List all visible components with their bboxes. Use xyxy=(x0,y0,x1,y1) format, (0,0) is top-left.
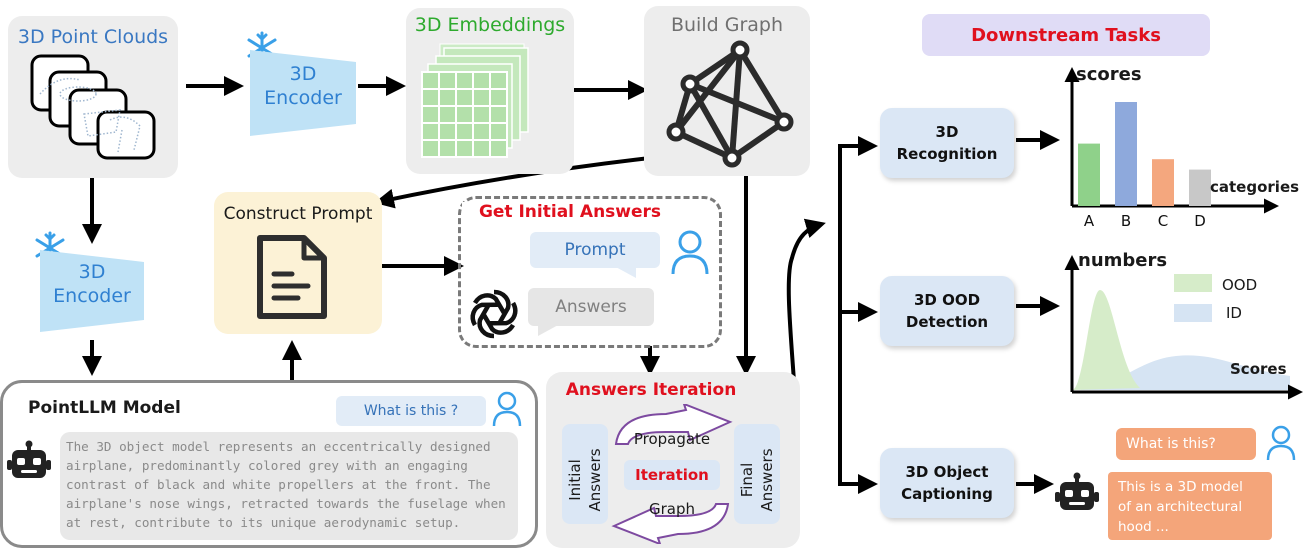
task-label-line2: Detection xyxy=(905,313,989,331)
encoder-label-line1: 3D xyxy=(289,63,317,85)
downstream-title: Downstream Tasks xyxy=(922,14,1210,56)
initial-answers-line2: Answers xyxy=(586,448,604,512)
bar-C xyxy=(1152,159,1174,206)
construct-prompt-panel xyxy=(214,192,382,334)
bar-category-label: A xyxy=(1084,212,1095,230)
initial-answers-box xyxy=(562,424,608,524)
iteration-center-box: Iteration xyxy=(624,460,720,490)
task-label-line1: 3D xyxy=(935,123,959,141)
user-icon xyxy=(671,230,709,275)
embedding-grid-icon xyxy=(421,43,529,158)
embeddings-title: 3D Embeddings xyxy=(414,14,566,36)
pointllm-line: at rest, contribute to its unique aerody… xyxy=(66,515,461,530)
ood-legend-swatch xyxy=(1174,274,1212,292)
caption-question-bubble: What is this? xyxy=(1116,428,1256,460)
encoder-label: 3D Encoder xyxy=(38,260,146,308)
task-3d-ood-detection: 3D OOD Detection xyxy=(880,276,1014,346)
bar-A xyxy=(1078,143,1100,206)
final-answers-box xyxy=(734,424,780,524)
ood-distribution-area xyxy=(1072,290,1140,390)
build-graph-title: Build Graph xyxy=(670,14,783,36)
cycle-arrows-icon xyxy=(611,404,733,544)
ood-area-chart xyxy=(1064,255,1303,400)
bar-category-label: C xyxy=(1158,212,1168,230)
task-label-line2: Captioning xyxy=(901,485,993,503)
bar-B xyxy=(1115,102,1137,206)
answers-bubble-tail xyxy=(538,324,560,336)
recognition-bar-chart: A B C D xyxy=(1064,67,1279,230)
initial-answers-line1: Initial xyxy=(566,459,584,501)
caption-answer-line: This is a 3D model xyxy=(1118,479,1243,495)
answers-iteration-title: Answers Iteration xyxy=(565,380,737,400)
encoder-label: 3D Encoder xyxy=(248,62,358,110)
document-icon xyxy=(257,235,327,319)
bar-chart-xlabel: categories xyxy=(1210,178,1300,196)
encoder-label-line2: Encoder xyxy=(53,285,131,307)
prompt-bubble-tail xyxy=(614,266,636,278)
graph-label: Graph xyxy=(648,500,695,518)
pointllm-line: airplane's nose wings, retracted towards… xyxy=(66,496,506,511)
initial-answers-vertical-label: Initial Answers xyxy=(565,430,605,530)
pointllm-description: The 3D object model represents an eccent… xyxy=(60,432,518,540)
robot-icon xyxy=(7,440,51,478)
user-icon xyxy=(1266,425,1296,461)
final-answers-line1: Final xyxy=(738,462,756,498)
area-chart-ylabel: numbers xyxy=(1078,250,1168,271)
task-label-line1: 3D Object xyxy=(905,463,989,481)
final-answers-line2: Answers xyxy=(758,448,776,512)
area-chart-xlabel: Scores xyxy=(1230,360,1287,378)
pointllm-line: airplane, predominantly colored grey wit… xyxy=(66,458,468,473)
task-3d-recognition: 3D Recognition xyxy=(880,108,1014,178)
construct-prompt-title: Construct Prompt xyxy=(223,204,373,224)
bar-chart-ylabel: scores xyxy=(1076,64,1142,85)
propagate-label: Propagate xyxy=(633,430,711,448)
prompt-bubble: Prompt xyxy=(530,232,660,268)
chatgpt-logo-icon xyxy=(470,289,518,339)
id-legend-swatch xyxy=(1174,304,1212,322)
point-cloud-stack-icon xyxy=(30,54,156,160)
encoder-trapezoid xyxy=(250,50,356,136)
bar-D xyxy=(1189,169,1211,206)
graph-network-icon xyxy=(666,40,794,168)
pointllm-question-bubble: What is this ? xyxy=(336,396,486,426)
user-icon xyxy=(492,391,522,427)
pointllm-line: The 3D object model represents an eccent… xyxy=(66,439,491,454)
caption-answer-bubble: This is a 3D model of an architectural h… xyxy=(1108,472,1272,540)
encoder-label-line2: Encoder xyxy=(264,87,342,109)
initial-answers-panel xyxy=(458,196,722,348)
caption-answer-line: hood ... xyxy=(1118,519,1169,535)
answers-bubble: Answers xyxy=(528,288,654,326)
ood-legend-label: OOD xyxy=(1222,276,1258,294)
task-label-line1: 3D OOD xyxy=(913,291,981,309)
pointllm-line: contrast of black and white propellers a… xyxy=(66,477,491,492)
final-answers-vertical-label: Final Answers xyxy=(737,430,777,530)
robot-icon xyxy=(1055,472,1099,510)
caption-answer-line: of an architectural xyxy=(1118,499,1243,515)
bar-category-label: D xyxy=(1194,212,1206,230)
point-clouds-title: 3D Point Clouds xyxy=(17,26,169,48)
task-label-line2: Recognition xyxy=(896,145,998,163)
bar-category-label: B xyxy=(1121,212,1131,230)
id-legend-label: ID xyxy=(1226,304,1242,322)
initial-answers-title: Get Initial Answers xyxy=(462,202,678,222)
pointllm-title: PointLLM Model xyxy=(28,398,181,418)
arrow-graph-to-prompt xyxy=(374,154,669,209)
encoder-trapezoid xyxy=(40,250,144,332)
task-3d-object-captioning: 3D Object Captioning xyxy=(880,448,1014,518)
encoder-label-line1: 3D xyxy=(78,261,106,283)
